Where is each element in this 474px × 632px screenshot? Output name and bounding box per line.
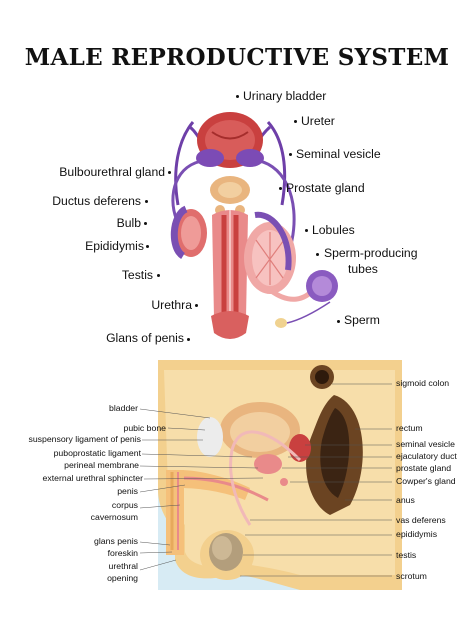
label-suspensory-ligament: suspensory ligament of penis: [28, 434, 141, 444]
label-lobules: Lobules: [312, 223, 355, 237]
ureter-right: [266, 121, 287, 206]
label-epididymis: Epididymis: [85, 239, 144, 253]
label-bladder: bladder: [109, 403, 138, 413]
label-bulbourethral-gland: Bulbourethral gland: [59, 165, 165, 179]
leader-dot: [144, 222, 147, 225]
leader-dot: [168, 171, 171, 174]
label-urethral-line2: opening: [107, 573, 138, 583]
leader-dot: [305, 229, 308, 232]
vas-deferens-shape: [229, 430, 302, 526]
label-corpus-line1: corpus: [111, 500, 138, 510]
label-bulb: Bulb: [116, 216, 141, 230]
sperm-shape: [275, 318, 287, 328]
label-cowpers-gland: Cowper's gland: [396, 476, 456, 486]
leader-dot: [157, 274, 160, 277]
label-glans-penis: glans penis: [94, 536, 138, 546]
label-prostate-gland-lower: prostate gland: [396, 463, 452, 473]
label-sigmoid-colon: sigmoid colon: [396, 378, 450, 388]
prostate-gland-shape: [254, 454, 282, 474]
page-title: MALE REPRODUCTIVE SYSTEM: [24, 44, 450, 71]
label-penis: penis: [117, 486, 138, 496]
label-testis-lower: testis: [396, 550, 417, 560]
label-urethral-line1: urethral: [108, 561, 138, 571]
label-seminal-vesicle-lower: seminal vesicle: [396, 439, 455, 449]
label-sperm-producing-line2: tubes: [348, 262, 378, 276]
leader-dot: [146, 245, 149, 248]
label-foreskin: foreskin: [107, 548, 138, 558]
label-urinary-bladder: Urinary bladder: [243, 89, 327, 103]
label-perineal-membrane: perineal membrane: [64, 460, 139, 470]
label-seminal-vesicle: Seminal vesicle: [296, 147, 381, 161]
leader-dot: [316, 253, 319, 256]
label-ductus-deferens: Ductus deferens: [52, 194, 141, 208]
label-external-urethral-sphincter: external urethral sphincter: [42, 473, 143, 483]
label-epididymis-lower: epididymis: [396, 529, 438, 539]
pubic-bone-shape: [197, 417, 223, 457]
label-rectum: rectum: [396, 423, 423, 433]
leader-dot: [294, 120, 297, 123]
label-corpus-line2: cavernosum: [90, 512, 138, 522]
label-sperm-producing-line1: Sperm-producing: [324, 246, 418, 260]
leader-dot: [187, 338, 190, 341]
label-scrotum: scrotum: [396, 571, 427, 581]
label-pubic-bone: pubic bone: [123, 423, 166, 433]
label-vas-deferens: vas deferens: [396, 515, 446, 525]
label-testis: Testis: [121, 268, 153, 282]
label-puboprostatic-ligament: puboprostatic ligament: [53, 448, 141, 458]
glans-shape: [211, 311, 249, 339]
label-sperm: Sperm: [344, 313, 380, 327]
seminal-vesicle-left: [196, 149, 224, 167]
leader-dot: [337, 320, 340, 323]
label-glans-of-penis: Glans of penis: [106, 331, 184, 345]
leader-dot: [145, 200, 148, 203]
leader-dot: [195, 304, 198, 307]
leader-dot: [236, 95, 239, 98]
label-urethra: Urethra: [151, 298, 192, 312]
label-ureter: Ureter: [301, 114, 335, 128]
ureter-left: [174, 121, 195, 206]
label-anus: anus: [396, 495, 415, 505]
seminal-vesicle-right: [236, 149, 264, 167]
label-ejaculatory-duct: ejaculatory duct: [396, 451, 457, 461]
leader-dot: [279, 187, 282, 190]
leader-dot: [289, 153, 292, 156]
label-prostate-gland: Prostate gland: [286, 181, 365, 195]
